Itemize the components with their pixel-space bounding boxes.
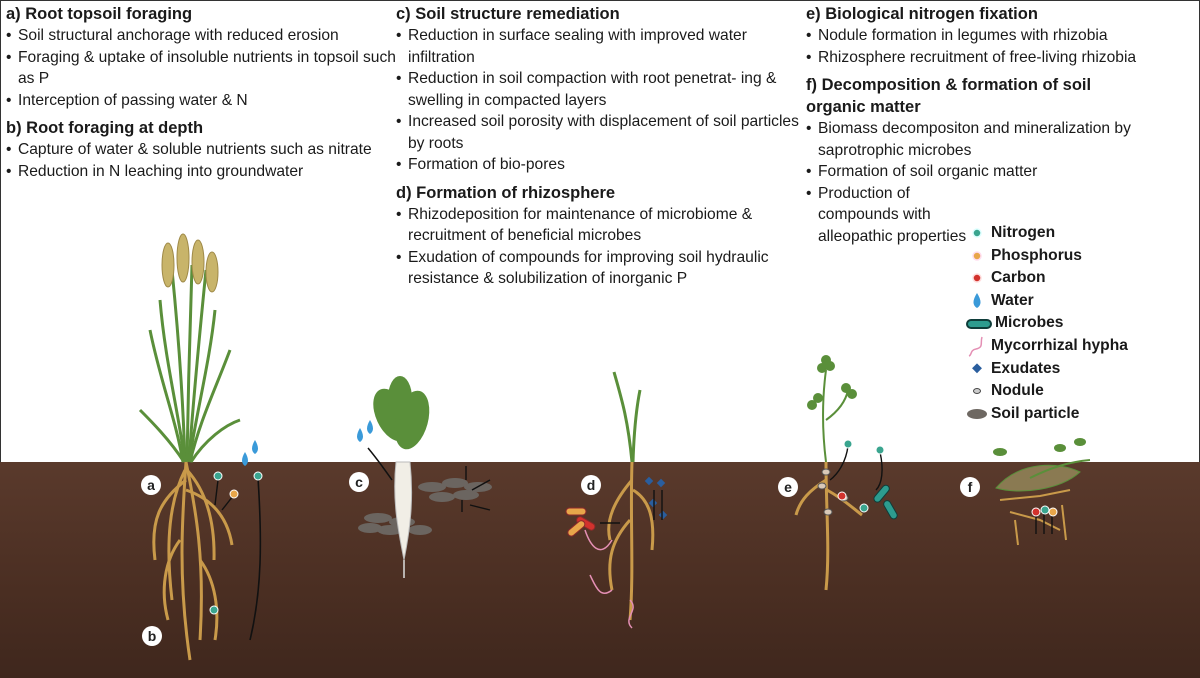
- decomposing-litter: [993, 438, 1091, 546]
- water-drop-icon: [242, 440, 258, 466]
- legend-item: Mycorrhizal hypha: [966, 335, 1128, 358]
- legend-item: Carbon: [966, 267, 1128, 290]
- nitrogen-icon: [875, 445, 885, 455]
- nitrogen-icon: [253, 471, 263, 481]
- section-d-item: Rhizodeposition for maintenance of micro…: [396, 204, 808, 247]
- phosphorus-icon: [1048, 507, 1058, 517]
- section-b-item: Capture of water & soluble nutrients suc…: [6, 139, 398, 161]
- nitrogen-icon: [966, 222, 988, 244]
- section-e-item: Rhizosphere recruitment of free-living r…: [806, 47, 1196, 69]
- phosphorus-icon: [229, 489, 239, 499]
- microbe-icon: [966, 313, 992, 335]
- microbe-icon: [565, 507, 596, 537]
- legend-label: Nodule: [991, 382, 1044, 400]
- section-c-item: Reduction in soil compaction with root p…: [396, 68, 808, 111]
- microbe-icon: [873, 484, 898, 520]
- section-a-title: a) Root topsoil foraging: [6, 5, 193, 23]
- legend-item: Water: [966, 290, 1128, 313]
- legend-item: Exudates: [966, 358, 1128, 381]
- legume-plant: [794, 355, 898, 591]
- phosphorus-icon: [966, 245, 988, 267]
- nitrogen-icon: [213, 471, 223, 481]
- arrow-icon: [829, 445, 883, 491]
- section-a-item: Interception of passing water & N: [6, 90, 398, 112]
- section-b-item: Reduction in N leaching into groundwater: [6, 161, 398, 183]
- exudate-icon: [966, 358, 988, 380]
- carbon-icon: [966, 267, 988, 289]
- arrow-icon: [221, 495, 234, 511]
- nodule-icon: [966, 380, 988, 402]
- legend-label: Soil particle: [991, 404, 1080, 422]
- section-f-title: f) Decomposition & formation of soil org…: [806, 76, 1092, 116]
- section-a-item: Foraging & uptake of insoluble nutrients…: [6, 47, 398, 90]
- section-a-list: Soil structural anchorage with reduced e…: [6, 25, 398, 111]
- arrow-icon: [461, 466, 491, 512]
- legend-item: Nodule: [966, 380, 1128, 403]
- section-a-item: Soil structural anchorage with reduced e…: [6, 25, 398, 47]
- section-c-title: c) Soil structure remediation: [396, 5, 620, 23]
- carbon-icon: [837, 491, 847, 501]
- soil-particle-icon: [358, 478, 492, 535]
- wheat-plant: [138, 233, 263, 661]
- water-drop-icon: [357, 420, 373, 442]
- hypha-icon: [966, 335, 988, 357]
- panel-label-f: f: [960, 477, 980, 497]
- legend-item: Soil particle: [966, 403, 1128, 426]
- arrow-icon: [1035, 514, 1053, 534]
- legend-label: Nitrogen: [991, 224, 1056, 241]
- panel-label-a: a: [141, 475, 161, 495]
- section-d-title: d) Formation of rhizosphere: [396, 183, 616, 202]
- section-f-item: Biomass decompositon and mineralization …: [806, 118, 1196, 161]
- legend-item: Phosphorus: [966, 245, 1128, 268]
- nitrogen-icon: [209, 605, 219, 615]
- section-f-item: Production of compounds with alleopathic…: [806, 183, 968, 248]
- wheat-roots: [152, 461, 234, 661]
- section-b-list: Capture of water & soluble nutrients suc…: [6, 139, 398, 182]
- section-b-title: b) Root foraging at depth: [6, 119, 204, 137]
- legend-label: Mycorrhizal hypha: [991, 336, 1128, 354]
- section-f-item: Formation of soil organic matter: [806, 161, 1196, 183]
- nodule-icon: [817, 468, 849, 516]
- text-column-right: e) Biological nitrogen fixation Nodule f…: [806, 3, 1196, 253]
- panel-label-b: b: [142, 626, 162, 646]
- section-c-list: Reduction in surface sealing with improv…: [396, 25, 808, 176]
- legend-item: Nitrogen: [966, 222, 1128, 245]
- section-e-list: Nodule formation in legumes with rhizobi…: [806, 25, 1196, 68]
- section-e-item: Nodule formation in legumes with rhizobi…: [806, 25, 1196, 47]
- arrow-icon: [214, 479, 219, 506]
- exudate-icon: [644, 476, 668, 520]
- legend: Nitrogen Phosphorus Carbon Water Microbe…: [966, 222, 1128, 425]
- text-column-left: a) Root topsoil foraging Soil structural…: [6, 3, 398, 188]
- carbon-icon: [1031, 507, 1041, 517]
- section-c-item: Increased soil porosity with displacemen…: [396, 111, 808, 154]
- panel-label-d: d: [581, 475, 601, 495]
- arrow-icon: [600, 490, 663, 524]
- legend-label: Exudates: [991, 359, 1061, 377]
- panel-label-e: e: [778, 477, 798, 497]
- section-d-item: Exudation of compounds for improving soi…: [396, 247, 808, 290]
- section-c-item: Formation of bio-pores: [396, 154, 808, 176]
- section-f-list: Biomass decompositon and mineralization …: [806, 118, 1196, 247]
- water-drop-icon: [966, 290, 988, 312]
- legend-label: Carbon: [991, 269, 1046, 287]
- legend-label: Water: [991, 291, 1034, 309]
- soil-particle-icon: [966, 403, 988, 425]
- nitrogen-icon: [843, 439, 853, 449]
- legend-label: Phosphorus: [991, 246, 1082, 264]
- legend-item: Microbes: [966, 312, 1128, 335]
- grass-plant: [565, 371, 668, 629]
- section-e-title: e) Biological nitrogen fixation: [806, 5, 1038, 23]
- section-d-list: Rhizodeposition for maintenance of micro…: [396, 204, 808, 290]
- nitrogen-icon: [859, 503, 869, 513]
- panel-label-c: c: [349, 472, 369, 492]
- radish-plant: [357, 376, 492, 578]
- hypha-icon: [584, 529, 634, 629]
- text-column-middle: c) Soil structure remediation Reduction …: [396, 3, 808, 296]
- arrow-icon: [249, 477, 262, 641]
- legend-label: Microbes: [995, 314, 1064, 332]
- arrow-icon: [367, 447, 393, 481]
- nitrogen-icon: [1040, 505, 1050, 515]
- section-c-item: Reduction in surface sealing with improv…: [396, 25, 808, 68]
